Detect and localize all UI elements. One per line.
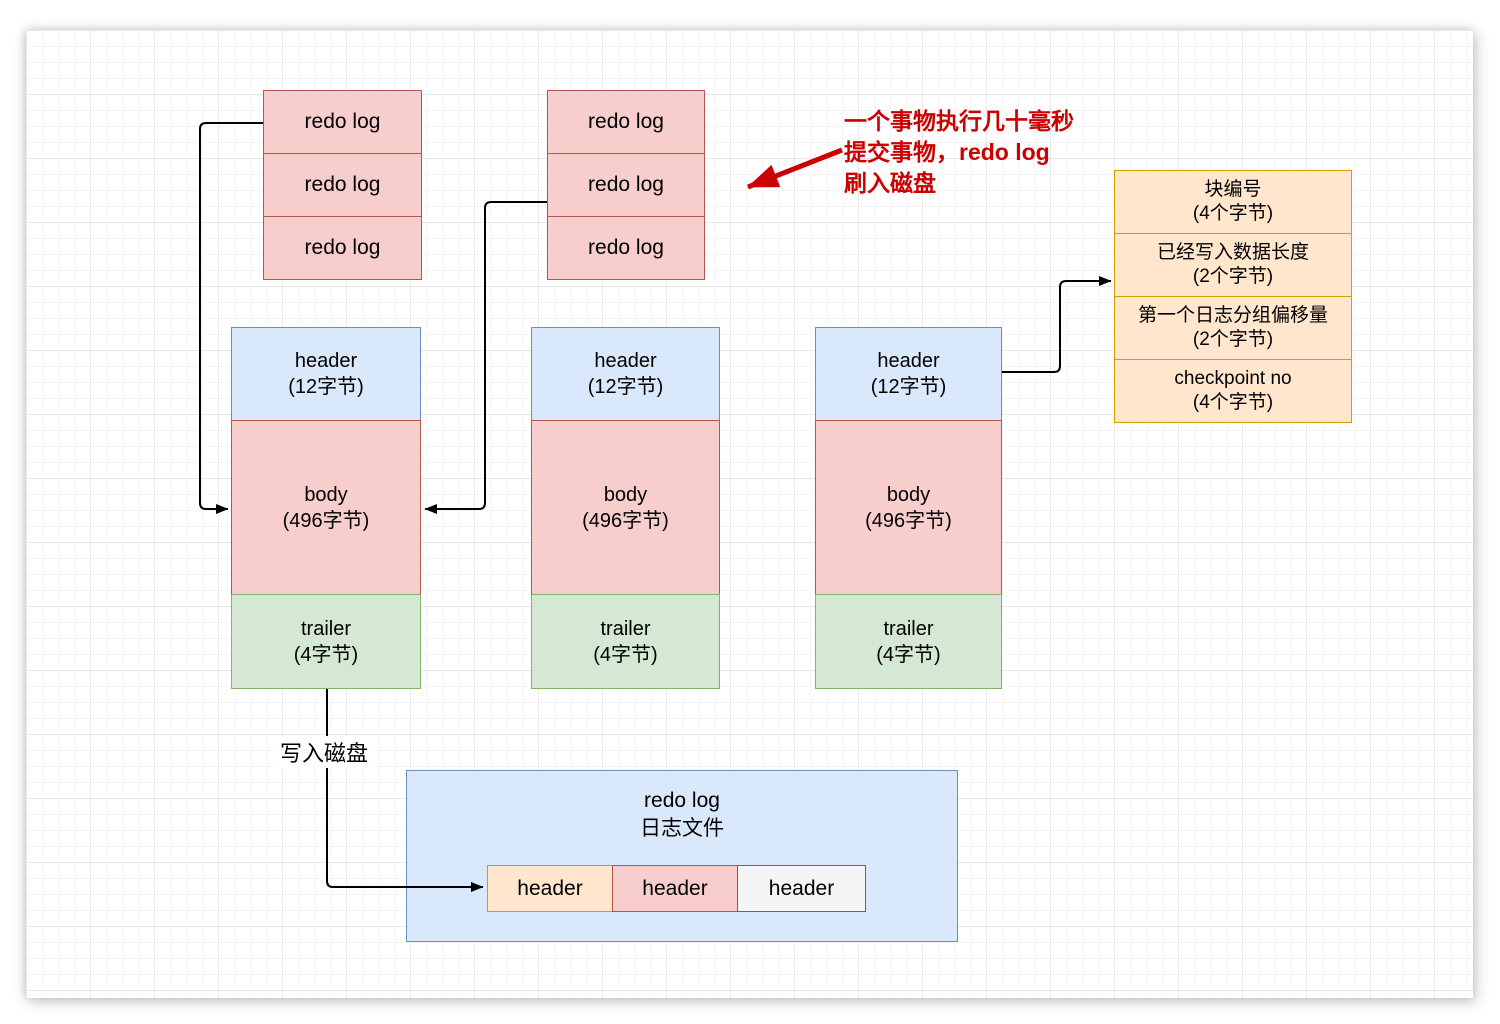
field-size: (4个字节) [1192,392,1274,413]
redo-log-cell: redo log [547,90,705,154]
segment-label: header [642,876,708,900]
redo-log-file-box: redo log 日志文件 header header header [406,770,958,942]
redo-log-file-title: redo log 日志文件 [407,787,957,843]
field-name: 已经写入数据长度 [1156,242,1309,263]
header-size: (12字节) [288,376,364,398]
redo-log-cell: redo log [547,153,705,217]
header-size: (12字节) [870,376,947,398]
write-to-disk-label: 写入磁盘 [278,736,371,768]
redo-log-label: redo log [304,236,381,259]
log-block-header: header (12字节) [815,327,1002,421]
field-name: checkpoint no [1174,368,1292,389]
log-block-body: body (496字节) [231,420,421,595]
annotation-line-3: 刷入磁盘 [844,170,936,196]
file-header-segment-2: header [612,865,738,912]
file-header-segment-1: header [487,865,613,912]
log-block-header: header (12字节) [231,327,421,421]
redo-log-label: redo log [304,110,381,133]
block-header-field: checkpoint no (4个字节) [1114,359,1352,423]
file-title-line-2: 日志文件 [640,817,724,840]
block-header-structure: 块编号 (4个字节) 已经写入数据长度 (2个字节) 第一个日志分组偏移量 (2… [1114,170,1352,423]
body-label: body [886,483,931,506]
redo-log-label: redo log [304,173,381,196]
redo-log-label: redo log [588,173,664,196]
log-block-1: header (12字节) body (496字节) trailer (4字节) [231,327,421,689]
trailer-size: (4字节) [876,643,941,666]
redo-log-stack-middle: redo log redo log redo log [547,90,705,280]
trailer-label: trailer [300,617,351,640]
trailer-label: trailer [883,617,934,640]
segment-label: header [517,876,583,900]
field-name: 第一个日志分组偏移量 [1137,305,1328,326]
log-block-2: header (12字节) body (496字节) trailer (4字节) [531,327,720,689]
redo-log-cell: redo log [263,90,422,154]
log-block-trailer: trailer (4字节) [815,594,1002,689]
body-size: (496字节) [865,509,952,532]
redo-log-label: redo log [588,110,664,133]
block-header-field: 第一个日志分组偏移量 (2个字节) [1114,296,1352,360]
field-size: (4个字节) [1192,203,1274,224]
redo-log-cell: redo log [263,153,422,217]
file-title-line-1: redo log [644,789,720,812]
body-label: body [603,483,648,506]
segment-label: header [768,876,835,900]
header-label: header [877,350,940,372]
redo-log-stack-left: redo log redo log redo log [263,90,422,280]
body-size: (496字节) [282,509,370,532]
field-size: (2个字节) [1192,329,1274,350]
redo-log-label: redo log [588,236,664,259]
annotation-text: 一个事物执行几十毫秒 提交事物，redo log 刷入磁盘 [844,106,1074,199]
redo-log-cell: redo log [547,216,705,280]
field-name: 块编号 [1204,179,1262,200]
header-size: (12字节) [587,376,664,398]
annotation-line-1: 一个事物执行几十毫秒 [844,108,1074,134]
log-block-trailer: trailer (4字节) [231,594,421,689]
log-block-3: header (12字节) body (496字节) trailer (4字节) [815,327,1002,689]
log-block-body: body (496字节) [531,420,720,595]
redo-log-cell: redo log [263,216,422,280]
header-label: header [594,350,657,372]
log-block-trailer: trailer (4字节) [531,594,720,689]
log-block-header: header (12字节) [531,327,720,421]
annotation-line-2: 提交事物，redo log [844,139,1050,165]
block-header-field: 块编号 (4个字节) [1114,170,1352,234]
trailer-size: (4字节) [293,643,359,666]
file-header-segment-3: header [737,865,866,912]
body-label: body [304,483,348,506]
trailer-size: (4字节) [593,643,658,666]
header-label: header [294,350,358,372]
body-size: (496字节) [582,509,669,532]
trailer-label: trailer [600,617,651,640]
log-block-body: body (496字节) [815,420,1002,595]
block-header-field: 已经写入数据长度 (2个字节) [1114,233,1352,297]
field-size: (2个字节) [1192,266,1274,287]
